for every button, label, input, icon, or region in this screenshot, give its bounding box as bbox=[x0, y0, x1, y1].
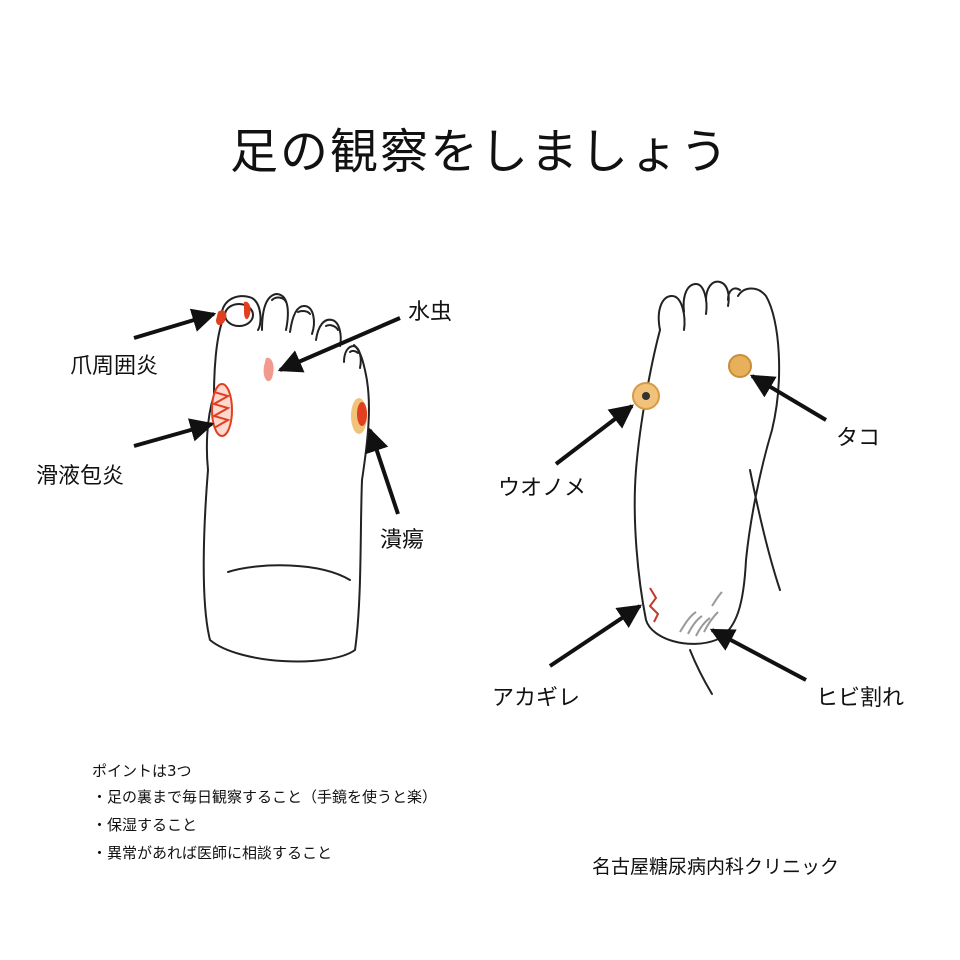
label-ulcer: 潰瘍 bbox=[380, 528, 425, 553]
arrow-chapped-heel bbox=[548, 604, 642, 668]
arrow-bursitis bbox=[133, 418, 215, 448]
arrow-cracked-skin bbox=[709, 628, 807, 682]
label-cracked-skin: ヒビ割れ bbox=[816, 686, 905, 711]
left-foot-lesions bbox=[211, 301, 367, 437]
notes-heading: ポイントは3つ bbox=[92, 762, 192, 780]
page-title: 足の観察をしましょう bbox=[229, 124, 730, 180]
right-foot-lesions bbox=[632, 354, 752, 637]
arrow-ulcer bbox=[365, 427, 400, 515]
arrow-callus bbox=[749, 374, 828, 422]
label-corn: ウオノメ bbox=[498, 476, 587, 501]
pointer-arrows bbox=[133, 308, 828, 682]
arrow-paronychia bbox=[133, 308, 217, 340]
label-chapped-heel: アカギレ bbox=[492, 686, 581, 711]
arrow-athletes-foot bbox=[277, 316, 401, 373]
notes-item: ・足の裏まで毎日観察すること（手鏡を使うと楽） bbox=[92, 788, 438, 806]
clinic-name: 名古屋糖尿病内科クリニック bbox=[592, 856, 840, 878]
notes-item: ・保湿すること bbox=[92, 816, 198, 834]
right-foot-plantar bbox=[633, 280, 781, 695]
label-athletes-foot: 水虫 bbox=[408, 300, 453, 325]
label-bursitis: 滑液包炎 bbox=[36, 464, 125, 489]
left-foot-dorsal bbox=[202, 293, 370, 663]
arrow-corn bbox=[554, 404, 634, 466]
label-callus: タコ bbox=[836, 426, 881, 451]
label-paronychia: 爪周囲炎 bbox=[70, 354, 159, 379]
notes-item: ・異常があれば医師に相談すること bbox=[92, 844, 333, 862]
